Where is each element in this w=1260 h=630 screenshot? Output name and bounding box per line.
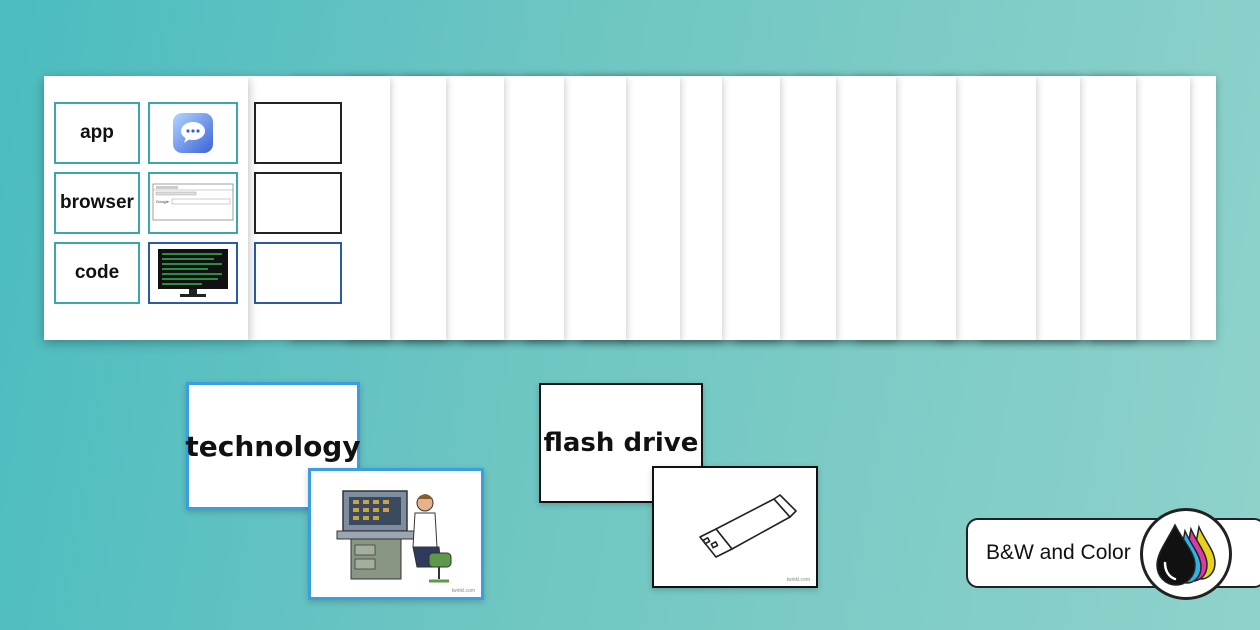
flash-drive-image-card: twinkl.com (652, 466, 818, 588)
technology-word: technology (185, 429, 361, 463)
svg-text:Google: Google (156, 199, 170, 204)
color-mode-badge: B&W and Color (966, 508, 1260, 600)
code-monitor-icon (158, 249, 228, 297)
worksheet-cell (254, 242, 342, 304)
word-card-code: code (54, 242, 140, 304)
technology-image-card: twinkl.com (308, 468, 484, 600)
main-sheet: app browser code Google (44, 76, 248, 340)
worksheet-page (248, 76, 390, 340)
color-mode-label: B&W and Color (986, 541, 1131, 564)
worksheet-cell (254, 102, 342, 164)
flash-drive-word: flash drive (543, 428, 699, 458)
word-card-app: app (54, 102, 140, 164)
card-footer-mark: twinkl.com (451, 588, 475, 594)
worksheet-cell (254, 172, 342, 234)
usb-flash-drive-icon (699, 494, 797, 558)
chat-app-icon (173, 113, 213, 153)
browser-window-icon: Google (152, 183, 234, 221)
app-image-card (148, 102, 238, 164)
technology-word-card: technology (185, 382, 361, 510)
code-image-card (148, 242, 238, 304)
computer-operator-icon (336, 490, 452, 583)
card-footer-mark: twinkl.com (786, 577, 810, 583)
ink-drops-icon (1140, 508, 1232, 600)
word-card-browser: browser (54, 172, 140, 234)
browser-image-card: Google (148, 172, 238, 234)
